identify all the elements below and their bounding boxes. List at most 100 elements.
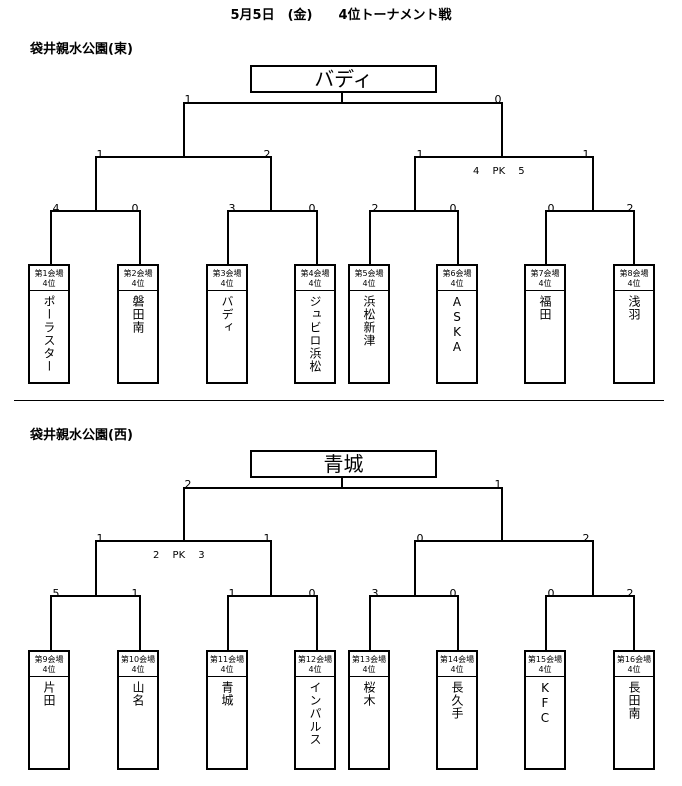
team-venue: 第5会場 <box>354 269 384 278</box>
team-box: 第10会場 4位 山名 <box>117 650 159 770</box>
bracket-line <box>270 540 272 595</box>
score-label: 1 <box>494 478 502 491</box>
team-name: 福田 <box>538 295 552 321</box>
team-venue: 第12会場 <box>297 655 333 664</box>
team-box: 第4会場 4位 ジュビロ浜松 <box>294 264 336 384</box>
team-box: 第12会場 4位 インパルス <box>294 650 336 770</box>
team-rank: 4位 <box>296 279 334 291</box>
team-box: 第6会場 4位 ASKA <box>436 264 478 384</box>
bracket-line <box>270 156 272 210</box>
bracket-line <box>341 92 343 102</box>
team-box: 第9会場 4位 片田 <box>28 650 70 770</box>
champion-box-east: バディ <box>250 65 437 93</box>
team-rank: 4位 <box>119 665 157 677</box>
section-divider <box>14 400 664 401</box>
team-rank: 4位 <box>438 279 476 291</box>
score-label: 2 <box>626 202 634 215</box>
score-label: 4 <box>52 202 60 215</box>
team-box: 第1会場 4位 ポーラスター <box>28 264 70 384</box>
bracket-line <box>183 102 503 104</box>
team-box: 第15会場 4位 KFC <box>524 650 566 770</box>
bracket-line <box>369 210 459 212</box>
score-label: 2 <box>582 532 590 545</box>
team-venue: 第10会場 <box>120 655 156 664</box>
team-rank: 4位 <box>30 665 68 677</box>
team-name: ポーラスター <box>42 295 56 373</box>
bracket-line <box>369 595 371 650</box>
team-rank: 4位 <box>615 665 653 677</box>
bracket-line <box>545 595 547 650</box>
bracket-line <box>414 156 594 158</box>
team-name: 長田南 <box>627 681 641 720</box>
score-label: 3 <box>228 202 236 215</box>
team-name: 長久手 <box>450 681 464 720</box>
team-box: 第7会場 4位 福田 <box>524 264 566 384</box>
bracket-line <box>545 210 547 264</box>
team-rank: 4位 <box>296 665 334 677</box>
bracket-line <box>183 487 185 540</box>
bracket-line <box>414 540 594 542</box>
bracket-line <box>369 210 371 264</box>
bracket-line <box>633 210 635 264</box>
score-label: 1 <box>228 587 236 600</box>
score-label: 1 <box>184 93 192 106</box>
bracket-line <box>369 595 459 597</box>
team-name: インパルス <box>308 681 322 746</box>
bracket-line <box>50 210 52 264</box>
team-venue: 第6会場 <box>442 269 472 278</box>
team-box: 第2会場 4位 磐田南 <box>117 264 159 384</box>
team-name: バディ <box>220 295 234 334</box>
team-rank: 4位 <box>30 279 68 291</box>
bracket-line <box>592 540 594 595</box>
score-label: 0 <box>308 202 316 215</box>
section-label-west: 袋井親水公園(西) <box>30 428 133 443</box>
score-label: 2 <box>371 202 379 215</box>
section-label-east: 袋井親水公園(東) <box>30 42 133 57</box>
bracket-line <box>139 210 141 264</box>
team-name: ジュビロ浜松 <box>308 295 322 373</box>
team-name: 浜松新津 <box>362 295 376 347</box>
bracket-line <box>457 210 459 264</box>
team-venue: 第16会場 <box>616 655 652 664</box>
team-rank: 4位 <box>208 279 246 291</box>
bracket-line <box>545 595 635 597</box>
bracket-line <box>95 540 97 595</box>
team-rank: 4位 <box>526 279 564 291</box>
bracket-line <box>501 102 503 156</box>
team-venue: 第3会場 <box>212 269 242 278</box>
team-box: 第16会場 4位 長田南 <box>613 650 655 770</box>
bracket-line <box>414 156 416 210</box>
score-label: 0 <box>308 587 316 600</box>
bracket-line <box>501 487 503 540</box>
bracket-line <box>139 595 141 650</box>
bracket-line <box>95 156 272 158</box>
bracket-line <box>316 595 318 650</box>
score-label: 0 <box>547 202 555 215</box>
bracket-line <box>95 540 272 542</box>
bracket-line <box>227 210 318 212</box>
team-rank: 4位 <box>208 665 246 677</box>
team-rank: 4位 <box>119 279 157 291</box>
bracket-line <box>316 210 318 264</box>
score-label: 2 <box>184 478 192 491</box>
team-venue: 第7会場 <box>530 269 560 278</box>
team-venue: 第13会場 <box>351 655 387 664</box>
team-name: 磐田南 <box>131 295 145 334</box>
bracket-line <box>227 210 229 264</box>
score-label: 1 <box>263 532 271 545</box>
bracket-line <box>50 210 141 212</box>
score-label: 0 <box>547 587 555 600</box>
pk-score: 2 PK 3 <box>153 550 205 561</box>
team-venue: 第15会場 <box>527 655 563 664</box>
team-box: 第3会場 4位 バディ <box>206 264 248 384</box>
score-label: 5 <box>52 587 60 600</box>
bracket-line <box>592 156 594 210</box>
team-name: KFC <box>538 681 552 726</box>
bracket-line <box>457 595 459 650</box>
team-rank: 4位 <box>615 279 653 291</box>
bracket-line <box>227 595 229 650</box>
team-box: 第13会場 4位 桜木 <box>348 650 390 770</box>
score-label: 1 <box>96 532 104 545</box>
team-name: 山名 <box>131 681 145 707</box>
team-venue: 第1会場 <box>34 269 64 278</box>
